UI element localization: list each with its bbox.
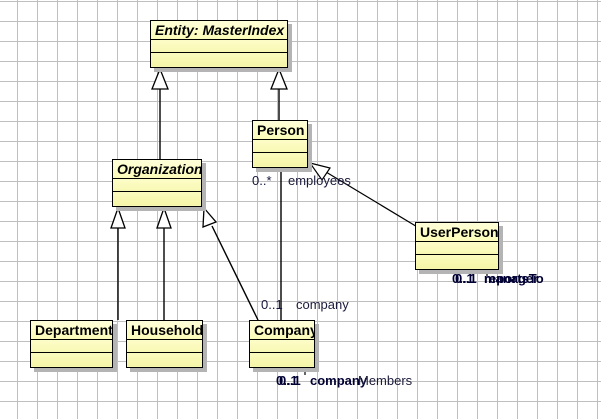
generalization-household-to-organization <box>156 206 172 320</box>
class-attributes-organization <box>113 179 201 192</box>
class-attributes-department <box>31 340 112 353</box>
label-reportsto-multiplicity: 0..1 <box>455 271 477 286</box>
label-companymembers-multiplicity-overlay: 0..1 <box>279 373 301 388</box>
label-manager-role: manager <box>484 271 539 286</box>
label-employees-multiplicity: 0..* <box>252 173 272 188</box>
class-attributes-person <box>253 140 307 153</box>
generalization-department-to-organization <box>110 206 126 320</box>
class-operations-masterindex <box>151 53 287 66</box>
class-name-masterindex: Entity: MasterIndex <box>151 21 287 40</box>
class-operations-userperson <box>416 255 498 268</box>
class-attributes-household <box>127 340 202 353</box>
class-operations-organization <box>113 192 201 205</box>
class-name-household: Household <box>127 321 202 340</box>
class-box-company[interactable]: Company <box>249 320 315 368</box>
class-attributes-company <box>250 340 314 353</box>
class-box-userperson[interactable]: UserPerson <box>415 222 499 270</box>
class-box-person[interactable]: Person <box>252 120 308 168</box>
class-box-department[interactable]: Department <box>30 320 113 368</box>
class-box-household[interactable]: Household <box>126 320 203 368</box>
class-name-organization: Organization <box>113 160 201 179</box>
class-name-person: Person <box>253 121 307 140</box>
label-employees-role: employees <box>288 173 351 188</box>
class-operations-person <box>253 153 307 166</box>
class-operations-department <box>31 353 112 366</box>
class-name-userperson: UserPerson <box>416 223 498 242</box>
class-operations-company <box>250 353 314 366</box>
label-companymembers-multiplicity: 0..1 <box>276 373 298 388</box>
class-box-organization[interactable]: Organization <box>112 159 202 207</box>
class-attributes-userperson <box>416 242 498 255</box>
generalization-company-to-organization <box>202 206 259 321</box>
generalization-organization-to-masterindex <box>151 67 169 159</box>
class-name-company: Company <box>250 321 314 340</box>
label-companymembers-role: company <box>310 373 368 388</box>
generalization-person-to-masterindex <box>270 67 288 120</box>
class-box-masterindex[interactable]: Entity: MasterIndex <box>150 20 288 68</box>
label-company-multiplicity: 0..1 <box>261 297 283 312</box>
label-manager-multiplicity: 0..1 <box>452 271 474 286</box>
label-reportsto-role: reportsTo <box>484 271 544 286</box>
class-name-department: Department <box>31 321 112 340</box>
class-attributes-masterindex <box>151 40 287 53</box>
label-members-role: Members <box>358 373 413 388</box>
class-operations-household <box>127 353 202 366</box>
label-company-role: company <box>296 297 349 312</box>
